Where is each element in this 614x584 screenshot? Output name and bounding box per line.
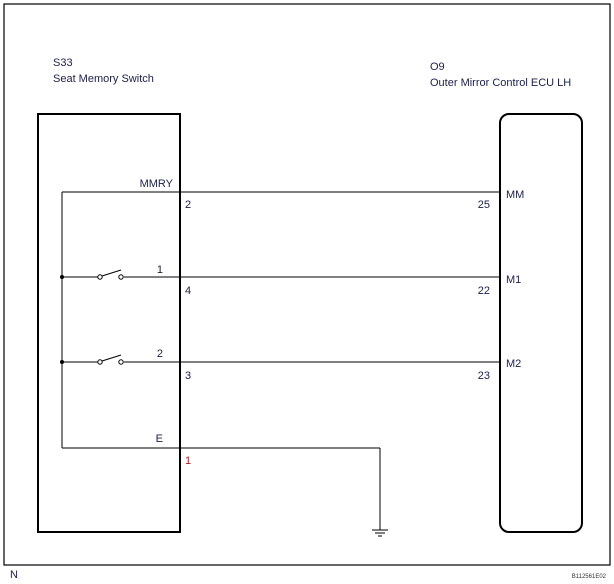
corner-letter: N	[10, 569, 18, 581]
seat-memory-switch-box	[37, 113, 181, 533]
switch2-contact	[118, 359, 124, 365]
pin-number: 4	[185, 285, 191, 297]
junction-dot	[60, 360, 64, 364]
pin-number: 2	[185, 199, 191, 211]
wire-label: 2	[157, 348, 163, 360]
pin-number: 25	[478, 199, 490, 211]
switch1-contact	[118, 274, 124, 280]
wires	[61, 191, 500, 537]
mirror-ecu-box	[499, 113, 583, 533]
switch1-contact	[97, 274, 103, 280]
pin-number: 22	[478, 285, 490, 297]
switch2-contact	[97, 359, 103, 365]
wire-label: MM	[506, 189, 524, 201]
wire-label: E	[156, 433, 163, 445]
wire-label: M2	[506, 358, 521, 370]
wire-label: MMRY	[140, 178, 174, 190]
junction-dot	[60, 275, 64, 279]
switch2-blade	[101, 354, 122, 362]
left-component-code: S33	[53, 57, 73, 69]
pin-number: 23	[478, 370, 490, 382]
switch1-blade	[101, 269, 122, 277]
diagram-frame	[3, 3, 611, 566]
right-component-name: Outer Mirror Control ECU LH	[430, 77, 571, 89]
wire-label: 1	[157, 264, 163, 276]
pin-number: 1	[185, 455, 191, 467]
pin-number: 3	[185, 370, 191, 382]
wire-label: M1	[506, 274, 521, 286]
figure-id: B112561E02	[572, 574, 607, 580]
right-component-code: O9	[430, 61, 445, 73]
left-component-name: Seat Memory Switch	[53, 73, 154, 85]
